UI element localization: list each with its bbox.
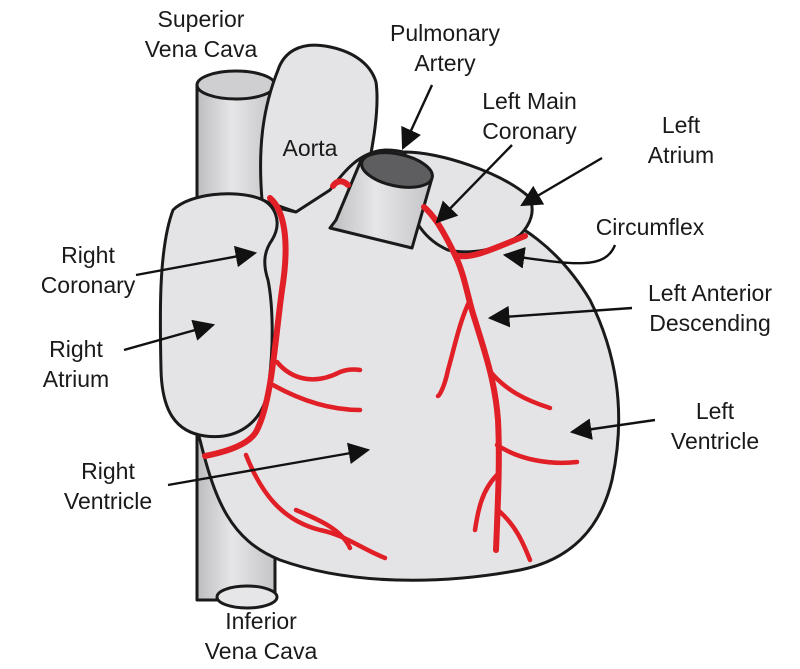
label-superior-vena-cava: Superior Vena Cava	[144, 6, 258, 62]
label-left-anterior-descending: Left Anterior Descending	[647, 280, 773, 336]
label-left-ventricle: Left Ventricle	[670, 398, 760, 454]
label-circumflex: Circumflex	[595, 214, 705, 240]
label-arrows	[123, 84, 656, 487]
right-atrium-shape	[158, 192, 279, 439]
label-pulmonary-artery: Pulmonary Artery	[390, 20, 500, 76]
label-right-coronary: Right Coronary	[40, 242, 136, 298]
label-left-main-coronary: Left Main Coronary	[482, 88, 577, 144]
label-right-ventricle: Right Ventricle	[63, 458, 153, 514]
coronary-arteries	[202, 178, 580, 563]
pulmonary-artery-shape	[328, 151, 434, 250]
label-right-atrium: Right Atrium	[42, 336, 110, 392]
label-aorta: Aorta	[282, 135, 338, 161]
label-left-atrium: Left Atrium	[647, 112, 715, 168]
label-inferior-vena-cava: Inferior Vena Cava	[204, 608, 318, 664]
